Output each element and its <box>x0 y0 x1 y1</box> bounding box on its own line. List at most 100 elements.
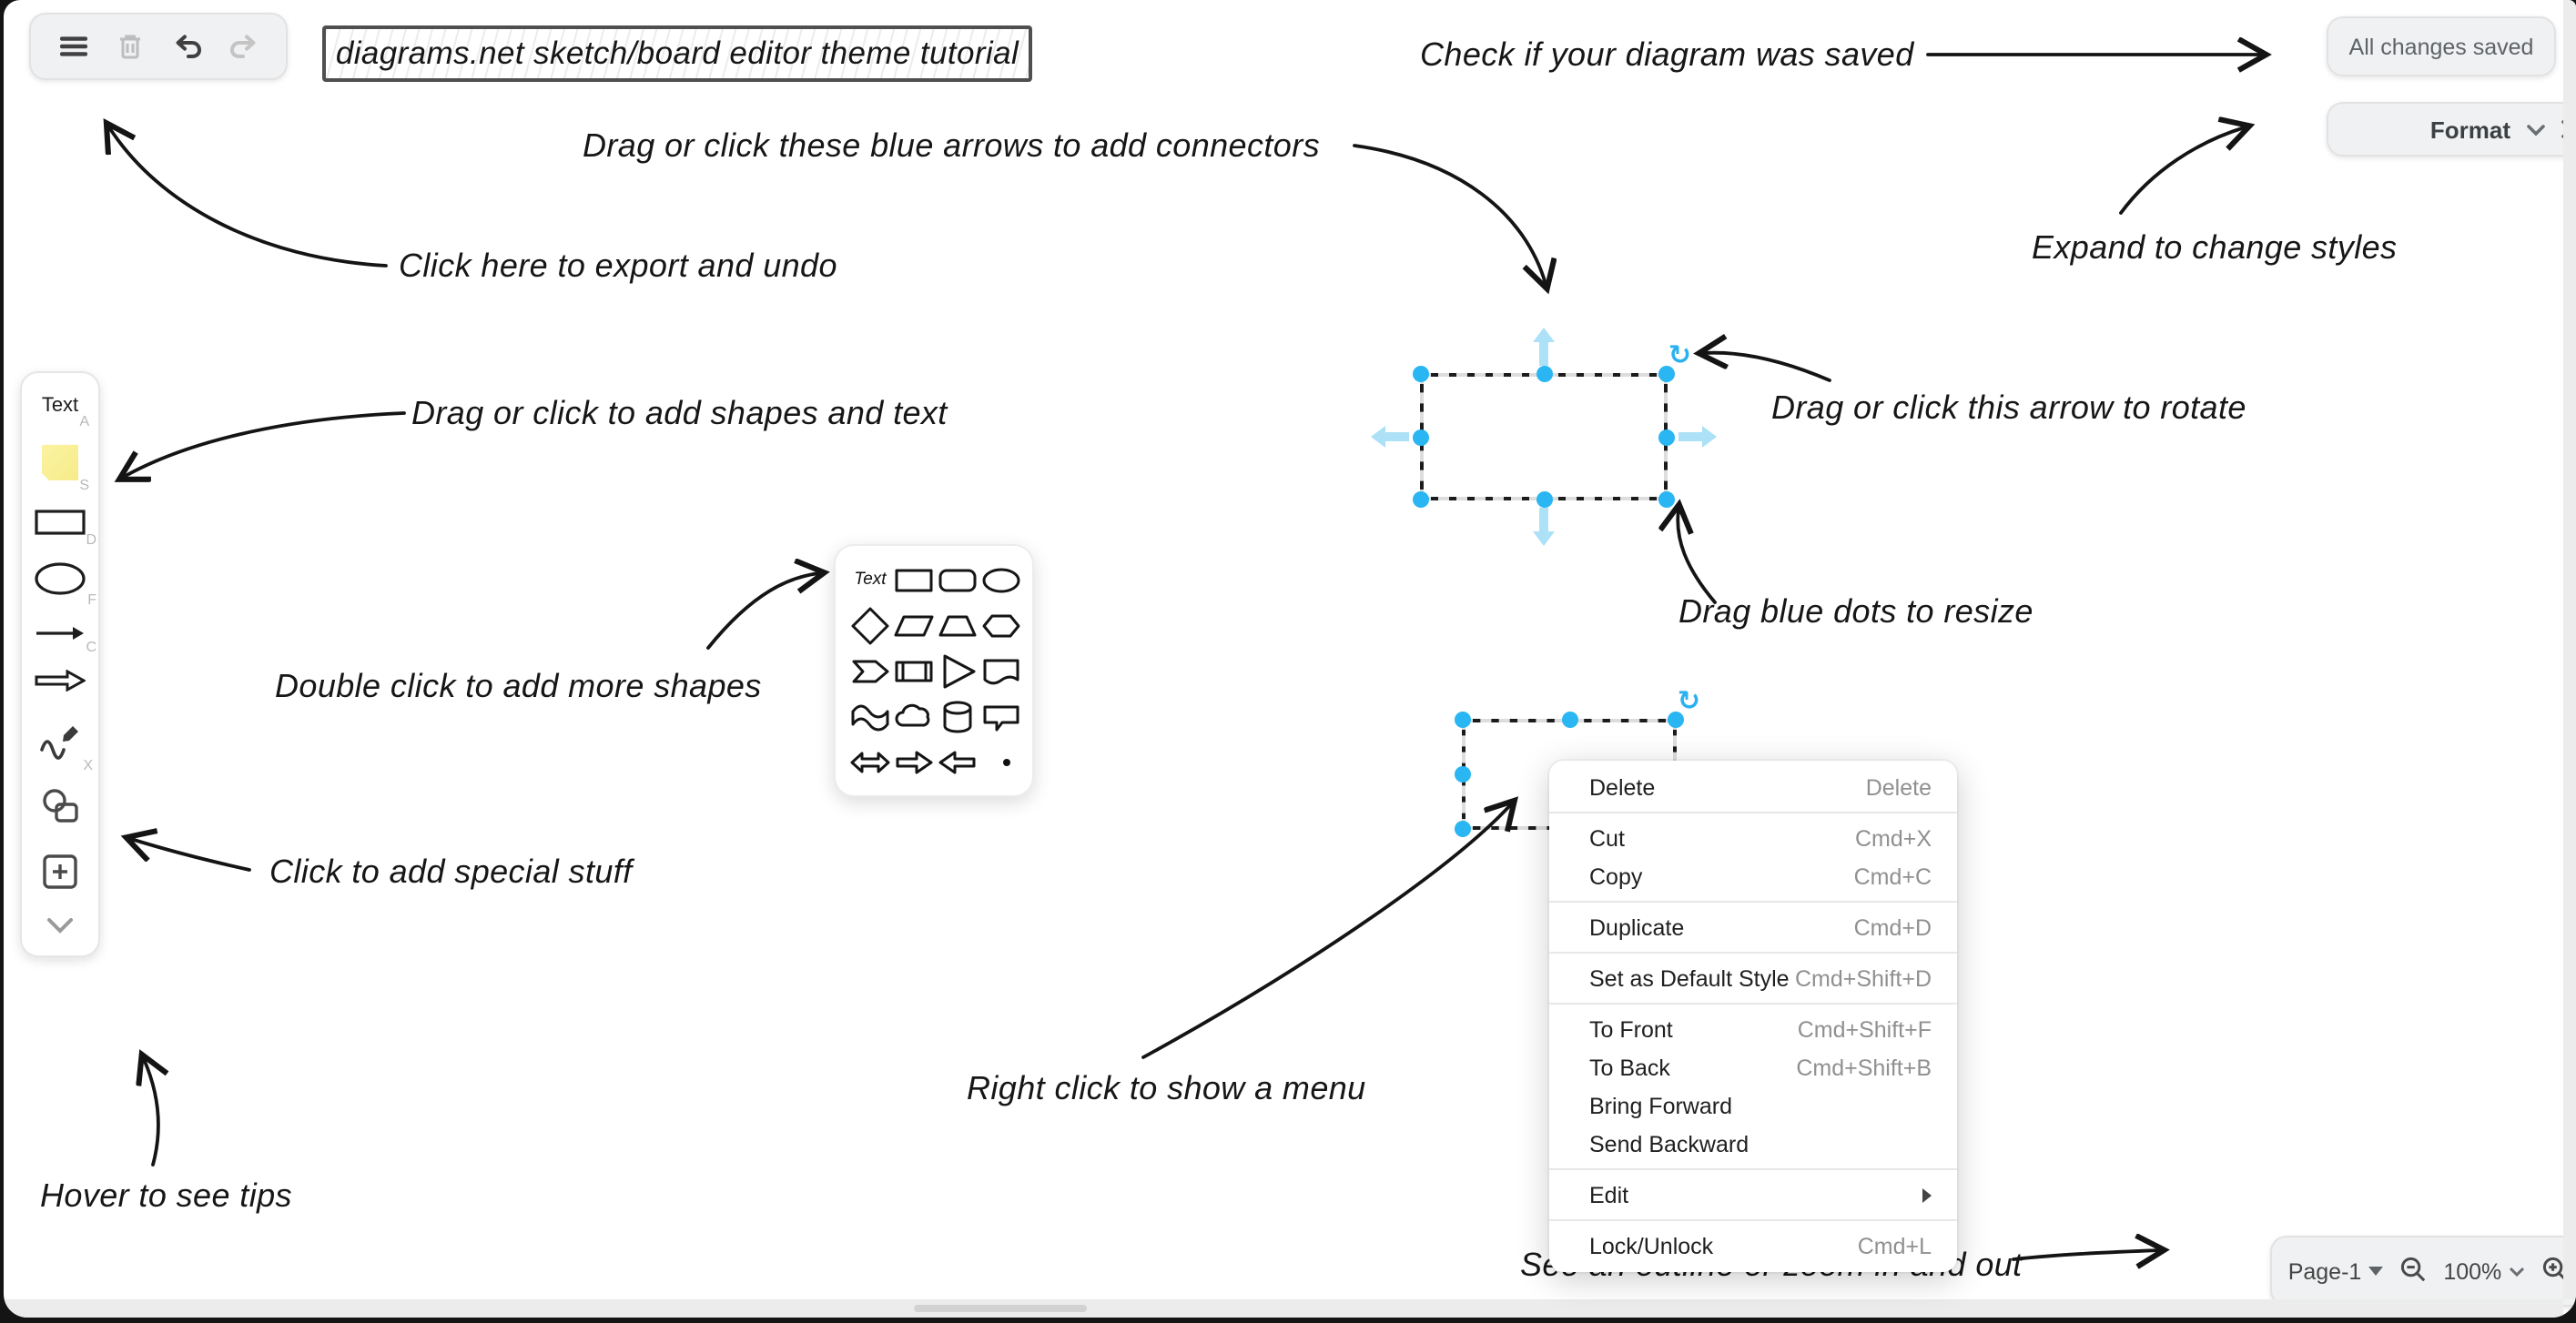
chevron-down-icon[interactable] <box>2527 123 2545 136</box>
picker-ellipse[interactable] <box>979 557 1023 602</box>
palette-item-text[interactable]: Text A <box>42 395 89 429</box>
annotation-rotate: Drag or click this arrow to rotate <box>1771 389 2246 426</box>
page-selector[interactable]: Page-1 <box>2288 1258 2384 1284</box>
picker-triangle[interactable] <box>936 648 979 693</box>
menu-icon[interactable] <box>54 26 94 66</box>
submenu-arrow-icon <box>1922 1187 1932 1202</box>
format-panel: Format <box>2327 102 2576 157</box>
zoom-out-icon[interactable] <box>2399 1255 2427 1288</box>
picker-cloud[interactable] <box>892 693 936 739</box>
undo-icon[interactable] <box>167 26 207 66</box>
delete-icon[interactable] <box>110 26 150 66</box>
menu-item-send-backward[interactable]: Send Backward <box>1589 1131 1749 1156</box>
connector-arrow-right[interactable] <box>1678 426 1717 448</box>
resize-handle[interactable] <box>1658 366 1675 382</box>
resize-handle[interactable] <box>1536 491 1552 508</box>
resize-handle[interactable] <box>1455 766 1471 783</box>
drawing-canvas[interactable]: diagrams.net sketch/board editor theme t… <box>4 0 2576 1318</box>
annotation-hover-tips: Hover to see tips <box>40 1177 292 1214</box>
picker-step[interactable] <box>848 648 892 693</box>
menu-separator <box>1549 1219 1957 1221</box>
menu-item-bring-forward[interactable]: Bring Forward <box>1589 1093 1732 1118</box>
resize-handle[interactable] <box>1561 712 1577 728</box>
right-clicked-shape[interactable]: ↻ <box>1455 686 1700 837</box>
resize-handle[interactable] <box>1658 491 1675 508</box>
connector-arrow-up[interactable] <box>1533 328 1555 366</box>
picker-tape[interactable] <box>848 693 892 739</box>
zoom-level-selector[interactable]: 100% <box>2443 1258 2525 1284</box>
selected-shape[interactable]: ↻ <box>1371 328 1717 546</box>
picker-hexagon[interactable] <box>979 602 1023 648</box>
insert-plus-icon <box>43 853 77 888</box>
horizontal-scrollbar[interactable] <box>4 1299 2563 1318</box>
resize-handle[interactable] <box>1668 712 1684 728</box>
menu-separator <box>1549 1168 1957 1170</box>
rotate-handle-icon[interactable]: ↻ <box>1677 686 1700 717</box>
connector-arrow-down[interactable] <box>1533 508 1555 546</box>
annotation-add-shapes: Drag or click to add shapes and text <box>411 395 948 431</box>
resize-handle[interactable] <box>1455 712 1471 728</box>
menu-item-edit[interactable]: Edit <box>1549 1176 1957 1214</box>
palette-item-line[interactable]: C <box>35 624 96 655</box>
resize-handle[interactable] <box>1413 429 1429 445</box>
menu-separator <box>1549 901 1957 903</box>
picker-callout[interactable] <box>979 693 1023 739</box>
menu-separator <box>1549 1003 1957 1005</box>
diagram-title: diagrams.net sketch/board editor theme t… <box>335 35 1019 71</box>
rotate-handle-icon[interactable]: ↻ <box>1668 340 1691 371</box>
palette-item-freehand[interactable]: X <box>38 720 93 773</box>
resize-handle[interactable] <box>1658 429 1675 445</box>
picker-diamond[interactable] <box>848 602 892 648</box>
palette-item-ellipse[interactable]: F <box>35 563 96 609</box>
resize-handle[interactable] <box>1413 366 1429 382</box>
picker-cylinder[interactable] <box>936 693 979 739</box>
freehand-icon <box>40 725 78 760</box>
picker-text[interactable]: Text <box>854 570 887 590</box>
shortcut-key-d: D <box>86 530 96 548</box>
picker-right-arrow[interactable] <box>892 739 936 784</box>
resize-handle[interactable] <box>1413 491 1429 508</box>
palette-item-rectangle[interactable]: D <box>35 510 96 548</box>
format-label[interactable]: Format <box>2429 116 2510 143</box>
shortcut-key-c: C <box>86 638 96 655</box>
picker-rectangle[interactable] <box>892 557 936 602</box>
palette-item-note[interactable]: S <box>42 444 89 494</box>
chevron-down-icon <box>2510 1266 2525 1277</box>
picker-card[interactable] <box>979 648 1023 693</box>
vertical-scrollbar[interactable] <box>2563 0 2576 1299</box>
palette-expand[interactable] <box>46 917 75 934</box>
palette-item-block-arrow[interactable] <box>35 670 86 692</box>
diagram-title-box[interactable]: diagrams.net sketch/board editor theme t… <box>322 25 1032 82</box>
resize-handle[interactable] <box>1455 821 1471 837</box>
picker-trapezoid[interactable] <box>936 602 979 648</box>
picker-process[interactable] <box>892 648 936 693</box>
thin-arrow-icon <box>36 626 84 640</box>
picker-parallelogram[interactable] <box>892 602 936 648</box>
picker-left-arrow[interactable] <box>936 739 979 784</box>
page-label: Page-1 <box>2287 1258 2362 1284</box>
save-status-button[interactable]: All changes saved <box>2327 16 2556 76</box>
palette-item-shape-picker[interactable] <box>40 788 80 824</box>
redo-icon[interactable] <box>223 26 263 66</box>
zoom-level: 100% <box>2443 1258 2502 1284</box>
horizontal-scrollbar-thumb[interactable] <box>914 1305 1087 1312</box>
menu-separator <box>1549 812 1957 813</box>
picker-double-arrow[interactable] <box>848 739 892 784</box>
connector-arrow-left[interactable] <box>1371 426 1409 448</box>
palette-item-insert[interactable] <box>42 853 78 889</box>
annotation-right-click: Right click to show a menu <box>967 1070 1366 1106</box>
shape-picker-popup: Text <box>834 544 1034 797</box>
picker-rounded-rectangle[interactable] <box>936 557 979 602</box>
resize-handle[interactable] <box>1536 366 1552 382</box>
picker-point[interactable] <box>979 739 1023 784</box>
